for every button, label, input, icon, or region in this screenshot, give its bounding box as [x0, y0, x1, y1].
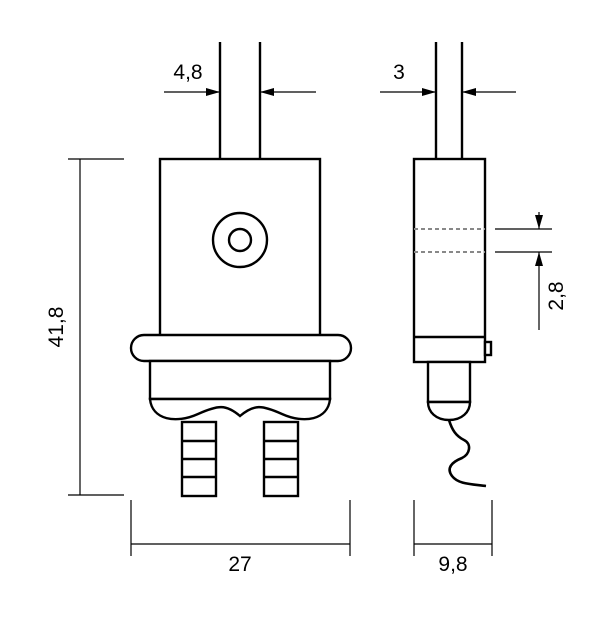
dimension-width: 27	[130, 500, 351, 576]
dimension-side-pin-spacing: 3	[380, 61, 516, 96]
front-lobes	[148, 397, 332, 421]
side-base	[426, 360, 472, 404]
side-pin-spacing-label: 3	[393, 61, 405, 84]
front-inner-circle	[227, 227, 253, 253]
front-pin-right	[262, 420, 300, 498]
width-label: 27	[228, 553, 251, 576]
front-body	[158, 157, 322, 339]
side-body	[412, 157, 487, 364]
front-base	[148, 359, 332, 401]
dimension-height: 41,8	[45, 158, 124, 496]
slot-label: 2,8	[545, 281, 568, 310]
front-flange	[129, 333, 353, 363]
dimension-slot: 2,8	[495, 212, 568, 330]
front-pin-left	[180, 420, 218, 498]
dimension-pin-spacing: 4,8	[164, 61, 316, 96]
side-wire	[447, 419, 487, 488]
dimension-depth: 9,8	[413, 500, 493, 576]
front-outer-circle	[211, 211, 269, 269]
front-view	[129, 42, 353, 498]
side-tab	[483, 340, 493, 357]
height-label: 41,8	[45, 307, 68, 348]
depth-label: 9,8	[438, 553, 467, 576]
pin-spacing-label: 4,8	[173, 61, 202, 84]
side-view	[412, 42, 493, 488]
side-tip	[426, 400, 472, 422]
